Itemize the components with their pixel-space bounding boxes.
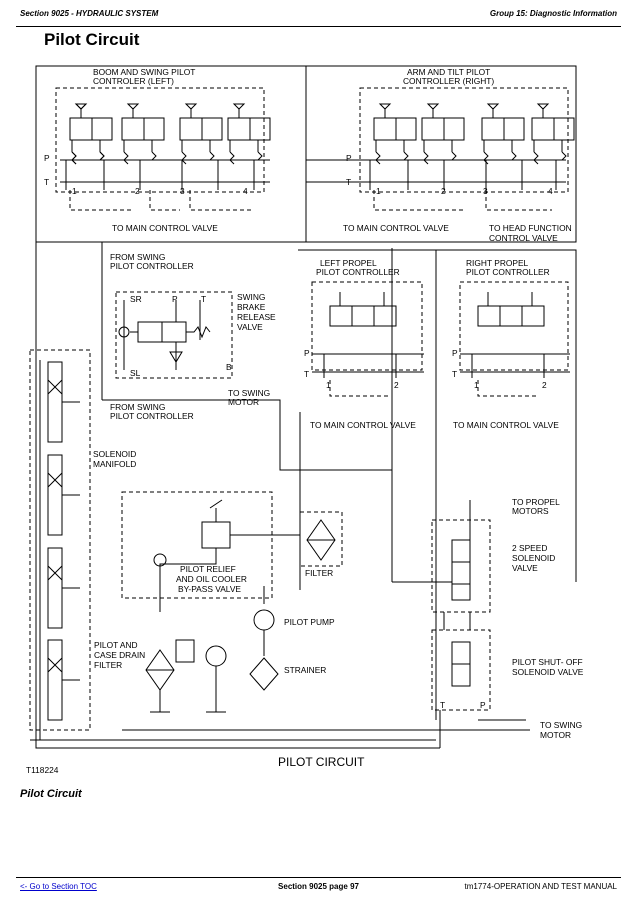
port-t-5: T	[452, 369, 457, 379]
section-header: Section 9025 - HYDRAULIC SYSTEM	[20, 9, 159, 18]
label-right-propel-1: RIGHT PROPEL	[466, 258, 529, 268]
label-filter: FILTER	[305, 568, 333, 578]
toc-link[interactable]: <- Go to Section TOC	[20, 882, 97, 891]
label-boom-swing-1: BOOM AND SWING PILOT	[93, 67, 195, 77]
port-4-a: 4	[243, 186, 248, 196]
port-t-6: T	[440, 700, 445, 710]
port-sr: SR	[130, 294, 142, 304]
port-p-2: P	[346, 153, 352, 163]
label-left-propel-2: PILOT CONTROLLER	[316, 267, 400, 277]
port-3-b: 3	[483, 186, 488, 196]
arm-tilt-controller	[305, 65, 577, 243]
label-to-main-2: TO MAIN CONTROL VALVE	[343, 223, 449, 233]
label-to-main-4: TO MAIN CONTROL VALVE	[453, 420, 559, 430]
label-to-head-2: CONTROL VALVE	[489, 233, 558, 243]
label-swing-brake-4: VALVE	[237, 322, 263, 332]
port-p-5: P	[452, 348, 458, 358]
label-swing-brake-1: SWING	[237, 292, 265, 302]
label-pilot-pump: PILOT PUMP	[284, 617, 335, 627]
solenoid-manifold	[29, 349, 91, 740]
label-solenoid-2: MANIFOLD	[93, 459, 136, 469]
figure-caption: Pilot Circuit	[20, 788, 82, 800]
label-to-swing-motor-a2: MOTOR	[228, 397, 259, 407]
label-boom-swing-2: CONTROLER (LEFT)	[93, 76, 174, 86]
label-left-propel-1: LEFT PROPEL	[320, 258, 377, 268]
port-1-c: 1	[326, 380, 331, 390]
label-pilot-case-1: PILOT AND	[94, 640, 138, 650]
port-1-d: 1	[474, 380, 479, 390]
port-1-b: 1	[376, 186, 381, 196]
label-from-swing-2: PILOT CONTROLLER	[110, 261, 194, 271]
page-title: Pilot Circuit	[44, 30, 140, 49]
header-rule	[16, 26, 621, 27]
swing-brake-release-valve	[101, 242, 233, 400]
port-t-1: T	[44, 177, 49, 187]
pilot-supply-group	[121, 491, 343, 713]
label-to-main-1: TO MAIN CONTROL VALVE	[112, 223, 218, 233]
port-2-b: 2	[441, 186, 446, 196]
label-to-head-1: TO HEAD FUNCTION	[489, 223, 572, 233]
port-sl: SL	[130, 368, 141, 378]
page-number: Section 9025 page 97	[278, 882, 359, 891]
two-speed-shutoff-group	[299, 248, 577, 748]
label-swing-brake-3: RELEASE	[237, 312, 276, 322]
return-lines	[30, 242, 530, 749]
port-4-b: 4	[548, 186, 553, 196]
port-1-a: 1	[72, 186, 77, 196]
label-right-propel-2: PILOT CONTROLLER	[466, 267, 550, 277]
label-to-propel-1: TO PROPEL	[512, 497, 560, 507]
label-swing-brake-2: BRAKE	[237, 302, 266, 312]
port-2-a: 2	[135, 186, 140, 196]
port-t-2: T	[346, 177, 351, 187]
footer-rule	[16, 877, 621, 878]
label-two-speed-1: 2 SPEED	[512, 543, 547, 553]
label-from-swing-1: FROM SWING	[110, 252, 165, 262]
label-to-swing-motor-a1: TO SWING	[228, 388, 270, 398]
label-pilot-case-3: FILTER	[94, 660, 122, 670]
label-solenoid-1: SOLENOID	[93, 449, 136, 459]
left-propel-controller	[298, 249, 437, 440]
port-p-1: P	[44, 153, 50, 163]
port-p-4: P	[304, 348, 310, 358]
boom-swing-controller	[35, 65, 307, 243]
label-to-main-3: TO MAIN CONTROL VALVE	[310, 420, 416, 430]
label-arm-tilt-2: CONTROLLER (RIGHT)	[403, 76, 494, 86]
port-b: B	[226, 362, 232, 372]
port-t-4: T	[304, 369, 309, 379]
label-to-swing-motor-b2: MOTOR	[540, 730, 571, 740]
label-pilot-relief-1: PILOT RELIEF	[180, 564, 236, 574]
label-arm-tilt-1: ARM AND TILT PILOT	[407, 67, 490, 77]
label-pilot-relief-2: AND OIL COOLER	[176, 574, 247, 584]
label-to-propel-2: MOTORS	[512, 506, 549, 516]
port-3-a: 3	[180, 186, 185, 196]
right-propel-controller	[436, 249, 577, 440]
port-2-d: 2	[542, 380, 547, 390]
label-pilot-case-2: CASE DRAIN	[94, 650, 145, 660]
port-p-3: P	[172, 294, 178, 304]
label-from-swing-4: PILOT CONTROLLER	[110, 411, 194, 421]
manual-id: tm1774-OPERATION AND TEST MANUAL	[464, 882, 617, 891]
label-two-speed-2: SOLENOID	[512, 553, 555, 563]
group-header: Group 15: Diagnostic Information	[489, 9, 617, 18]
label-two-speed-3: VALVE	[512, 563, 538, 573]
label-pilot-relief-3: BY-PASS VALVE	[178, 584, 241, 594]
figure-id: T118224	[26, 765, 59, 775]
port-t-3: T	[201, 294, 206, 304]
label-from-swing-3: FROM SWING	[110, 402, 165, 412]
label-strainer: STRAINER	[284, 665, 326, 675]
port-2-c: 2	[394, 380, 399, 390]
label-shutoff-1: PILOT SHUT- OFF	[512, 657, 583, 667]
label-to-swing-motor-b1: TO SWING	[540, 720, 582, 730]
figure-title: PILOT CIRCUIT	[278, 755, 365, 769]
label-shutoff-2: SOLENOID VALVE	[512, 667, 584, 677]
port-p-6: P	[480, 700, 486, 710]
